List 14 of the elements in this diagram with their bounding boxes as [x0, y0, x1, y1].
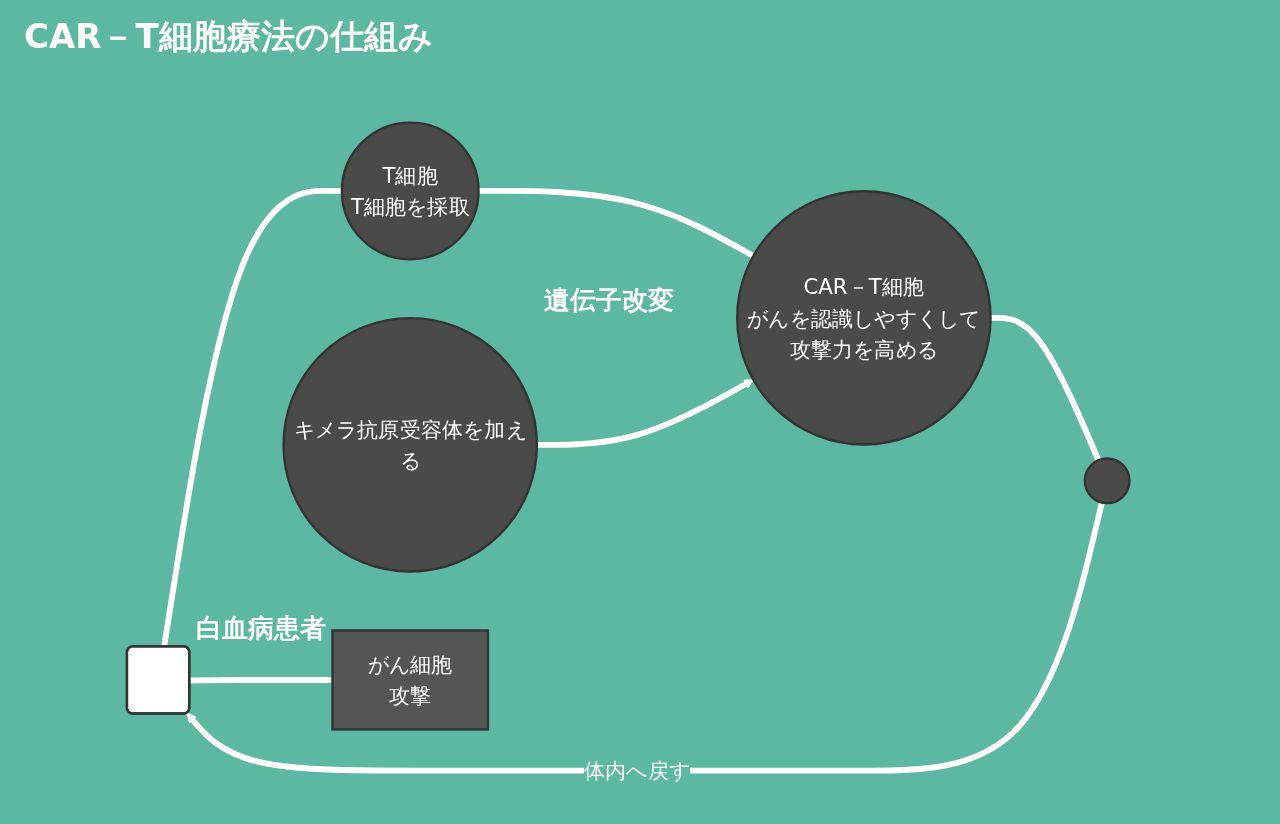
node-circle: キメラ抗原受容体を加える [282, 317, 539, 573]
node-caption: 白血病患者 [196, 612, 327, 643]
connector [189, 677, 333, 684]
connector [478, 187, 755, 259]
node-circle: CAR－T細胞 がんを認識しやすくして攻撃力を高める [736, 190, 992, 446]
node-circle [1083, 457, 1131, 505]
node-box: がん細胞 攻撃 [331, 629, 490, 731]
arrow [536, 379, 754, 448]
node-circle: T細胞 T細胞を採取 [340, 121, 480, 261]
diagram-title: CAR－T細胞療法の仕組み [24, 15, 433, 58]
edge-label: 体内へ戻す [584, 758, 691, 784]
node-caption: 遺伝子改変 [543, 284, 674, 315]
arrow [186, 501, 1105, 774]
connector [990, 314, 1102, 462]
